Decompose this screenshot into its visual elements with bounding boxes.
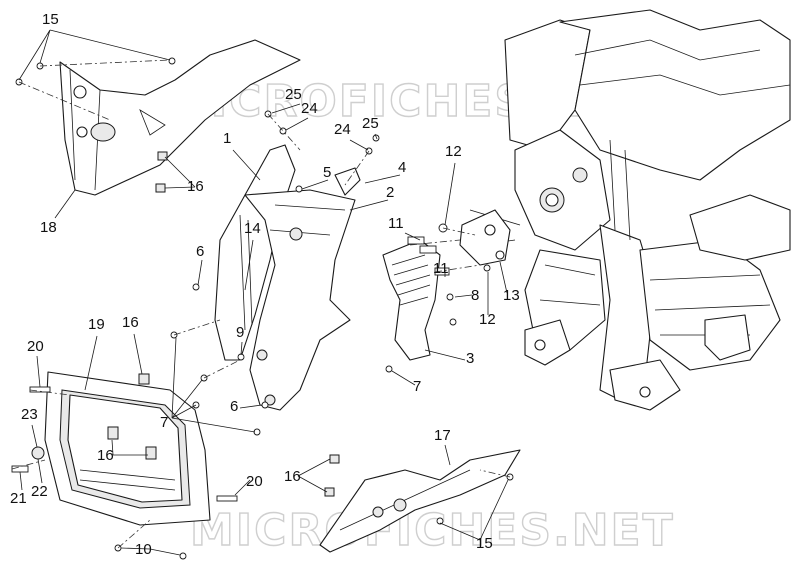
callout-16-mid: 16 [122,314,139,331]
callout-3: 3 [466,350,474,367]
leader-lines [18,29,509,556]
callout-12-upper: 12 [445,143,462,160]
callout-14: 14 [244,220,261,237]
callout-25-right: 25 [362,115,379,132]
callout-2: 2 [386,184,394,201]
part-3-bracket [382,239,441,361]
callout-16-upper: 16 [187,178,204,195]
callout-10: 10 [135,541,152,558]
callout-16-bottom: 16 [284,468,301,485]
callout-7-left: 7 [160,414,168,431]
callout-15-upper: 15 [42,11,59,28]
callout-20-left: 20 [27,338,44,355]
callout-17: 17 [434,427,451,444]
watermark-bottom: MICROFICHES.NET [190,505,675,556]
callout-15-lower: 15 [476,535,493,552]
part-18-side-cover [59,39,301,196]
callout-6-upper: 6 [196,243,204,260]
callout-23: 23 [21,406,38,423]
assembly-lines [11,59,511,549]
callout-22: 22 [31,483,48,500]
callout-6-lower: 6 [230,398,238,415]
callout-8: 8 [471,287,479,304]
callout-18: 18 [40,219,57,236]
part-1-2-main-panel [214,144,361,411]
callout-24-right: 24 [334,121,351,138]
callout-7-right: 7 [413,378,421,395]
callout-25-left: 25 [285,86,302,103]
callout-4: 4 [398,159,406,176]
callout-13: 13 [503,287,520,304]
callout-21: 21 [10,490,27,507]
callout-5: 5 [323,164,331,181]
callout-labels: 15 18 16 1 25 24 24 25 5 4 2 12 11 11 8 … [10,11,520,558]
callout-11-upper: 11 [388,215,404,232]
callout-9: 9 [236,324,244,341]
part-13-bracket [459,209,511,266]
callout-20-right: 20 [246,473,263,490]
part-17-lower-cover [319,449,521,553]
callout-11-lower: 11 [433,260,449,277]
callout-24-left: 24 [301,100,318,117]
callout-12-lower: 12 [479,311,496,328]
part-19-front-frame [44,371,211,526]
hardware [11,57,514,560]
frame-assembly [469,9,791,411]
callout-19: 19 [88,316,105,333]
callout-1: 1 [223,130,231,147]
callout-16-lower: 16 [97,447,114,464]
